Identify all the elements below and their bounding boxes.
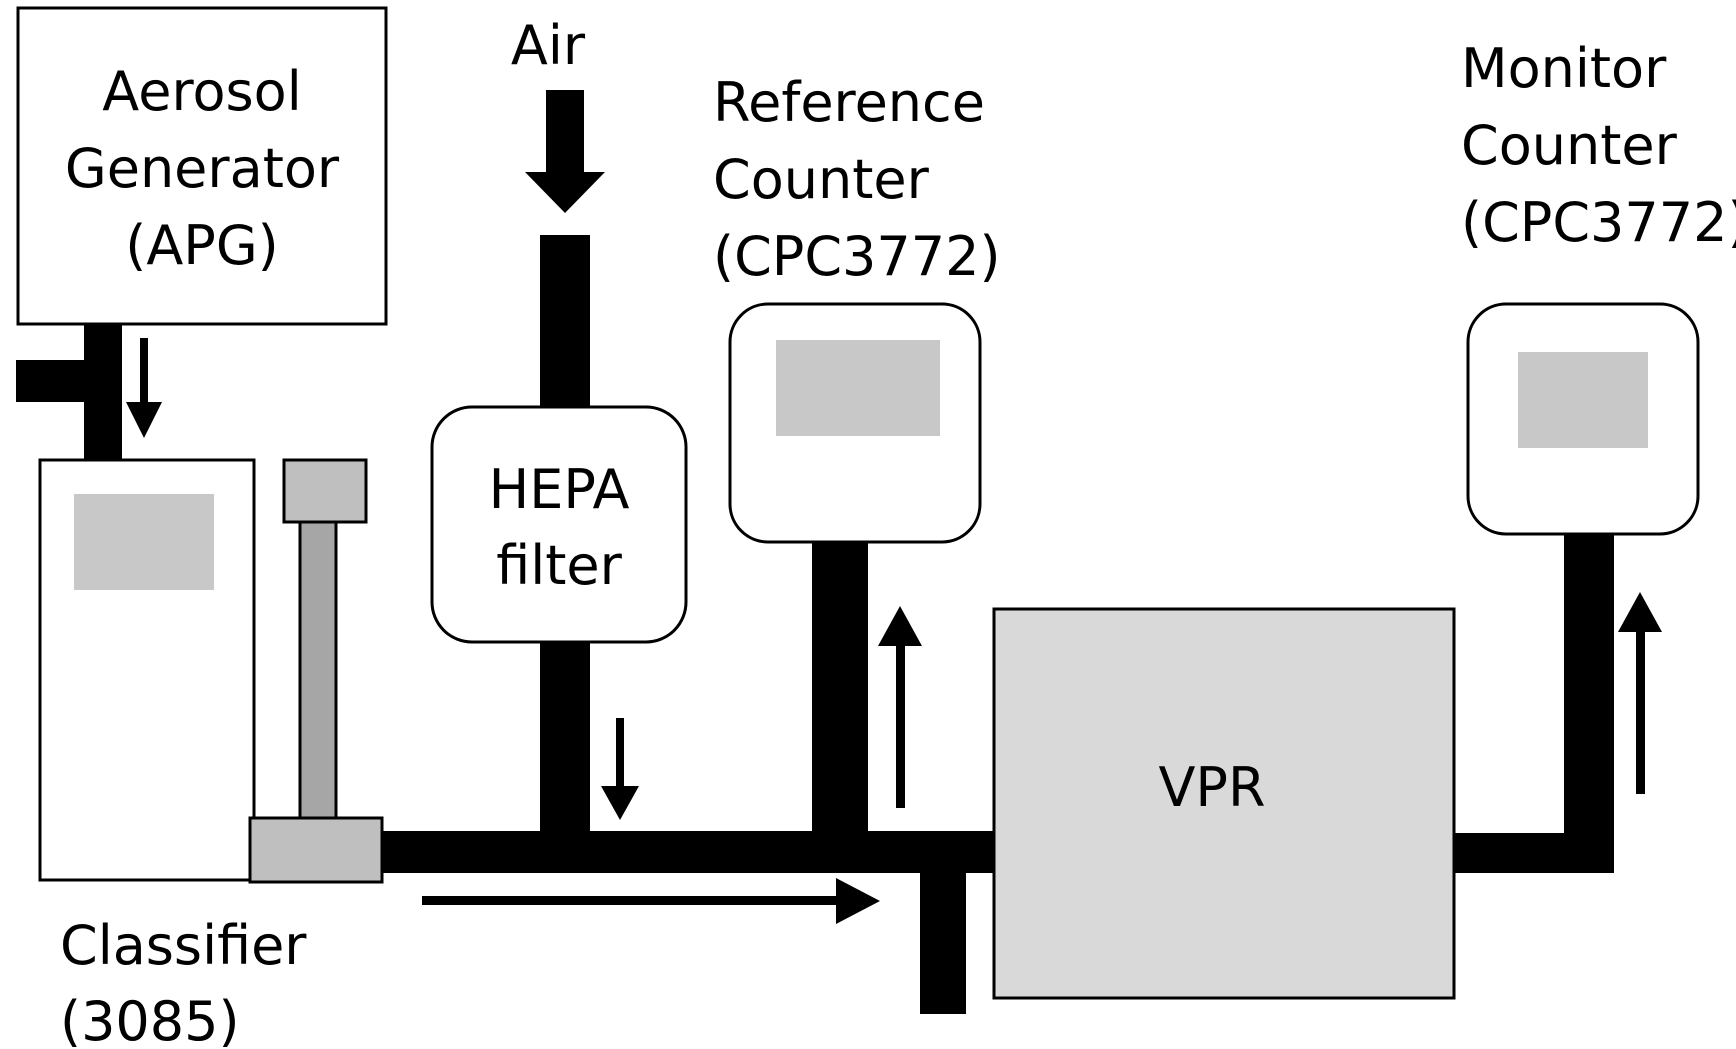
aerosol-generator-label-line2: Generator — [65, 137, 340, 200]
apg-side-stub — [16, 360, 96, 402]
apg-down-arrow-icon — [126, 338, 162, 438]
reference-riser-pipe — [812, 540, 868, 835]
reference-up-arrow-icon — [878, 606, 922, 808]
aerosol-generator: Aerosol Generator (APG) — [16, 6, 388, 326]
main-flow-right-arrow-icon — [422, 878, 880, 924]
flowmeter-top-cap — [282, 458, 368, 524]
hepa-filter-label-line2: filter — [496, 534, 622, 597]
air-label: Air — [511, 14, 586, 77]
monitor-up-arrow-icon — [1618, 592, 1662, 794]
classifier-label-line2: (3085) — [60, 990, 240, 1049]
air-inflow-arrow-icon — [525, 90, 605, 213]
monitor-counter-label-line3: (CPC3772) — [1461, 191, 1736, 254]
flowmeter — [248, 458, 384, 884]
reference-counter-label-line3: (CPC3772) — [713, 225, 1001, 288]
main-flow-pipe — [380, 831, 994, 873]
monitor-counter-label-line1: Monitor — [1461, 37, 1667, 100]
vpr: VPR — [992, 607, 1456, 1000]
monitor-riser-pipe — [1564, 532, 1614, 873]
hepa-down-arrow-icon — [601, 718, 639, 820]
pipes — [16, 235, 1614, 1014]
classifier: Classifier (3085) — [38, 458, 307, 1049]
flow-arrows — [126, 90, 1662, 924]
reference-counter-label-line1: Reference — [713, 71, 985, 134]
hepa-filter: HEPA filter — [430, 405, 688, 644]
reference-counter-display — [776, 340, 940, 436]
classifier-label-line1: Classifier — [60, 914, 307, 977]
exhaust-stub — [920, 873, 966, 1014]
aerosol-generator-box — [16, 6, 388, 326]
hepa-filter-box — [430, 405, 688, 644]
hepa-outlet-pipe — [540, 642, 590, 837]
aerosol-generator-label-line1: Aerosol — [102, 60, 301, 123]
hepa-filter-label-line1: HEPA — [489, 458, 630, 521]
vpr-label: VPR — [1158, 756, 1265, 819]
monitor-counter: Monitor Counter (CPC3772) — [1461, 37, 1736, 536]
reference-counter: Reference Counter (CPC3772) — [713, 71, 1001, 544]
monitor-counter-label-line2: Counter — [1461, 114, 1678, 177]
aerosol-generator-label-line3: (APG) — [125, 214, 278, 277]
vpr-box — [992, 607, 1456, 1000]
air-inlet-pipe — [540, 235, 590, 407]
flowmeter-tube — [298, 518, 338, 822]
classifier-display — [74, 494, 214, 590]
flowmeter-base — [248, 816, 384, 884]
reference-counter-label-line2: Counter — [713, 148, 930, 211]
monitor-counter-display — [1518, 352, 1648, 448]
